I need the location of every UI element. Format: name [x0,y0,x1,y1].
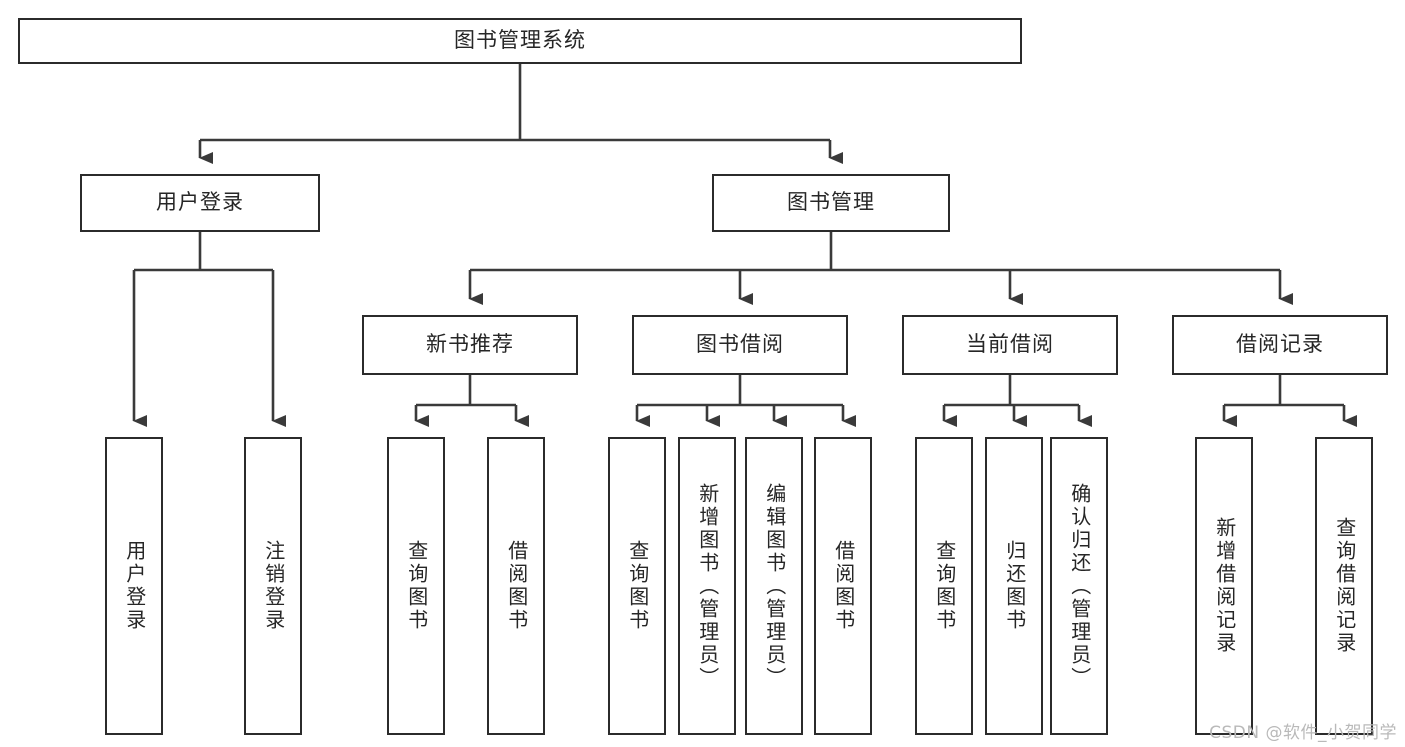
node-leaf-label: 查询借阅记录 [1332,517,1357,655]
node-leaf-user-login[interactable]: 用户登录 [105,437,163,735]
node-leaf-label: 编辑图书（管理员） [762,482,787,690]
node-leaf-query-record[interactable]: 查询借阅记录 [1315,437,1373,735]
node-leaf-label: 借阅图书 [831,540,856,632]
node-leaf-confirm-return[interactable]: 确认归还（管理员） [1050,437,1108,735]
node-leaf-return-book[interactable]: 归还图书 [985,437,1043,735]
node-root-system[interactable]: 图书管理系统 [18,18,1022,64]
node-leaf-label: 新增图书（管理员） [695,482,720,690]
node-book-borrow-label: 图书借阅 [696,332,784,357]
watermark-text: CSDN @软件_小贺同学 [1209,723,1397,743]
node-borrow-record[interactable]: 借阅记录 [1172,315,1388,375]
node-leaf-label: 新增借阅记录 [1212,517,1237,655]
node-root-label: 图书管理系统 [454,28,586,53]
node-new-book-recommend[interactable]: 新书推荐 [362,315,578,375]
node-leaf-label: 用户登录 [122,540,147,632]
node-current-borrow-label: 当前借阅 [966,332,1054,357]
node-book-borrow[interactable]: 图书借阅 [632,315,848,375]
node-leaf-label: 查询图书 [932,540,957,632]
node-leaf-label: 查询图书 [625,540,650,632]
node-leaf-query-book-1[interactable]: 查询图书 [387,437,445,735]
node-user-login[interactable]: 用户登录 [80,174,320,232]
node-user-login-label: 用户登录 [156,190,244,215]
node-new-book-recommend-label: 新书推荐 [426,332,514,357]
node-book-manage[interactable]: 图书管理 [712,174,950,232]
node-book-manage-label: 图书管理 [787,190,875,215]
node-leaf-borrow-book-1[interactable]: 借阅图书 [487,437,545,735]
node-leaf-edit-book-admin[interactable]: 编辑图书（管理员） [745,437,803,735]
node-leaf-add-book-admin[interactable]: 新增图书（管理员） [678,437,736,735]
node-leaf-label: 归还图书 [1002,540,1027,632]
node-leaf-label: 注销登录 [261,540,286,632]
node-leaf-borrow-book-2[interactable]: 借阅图书 [814,437,872,735]
node-leaf-logout-login[interactable]: 注销登录 [244,437,302,735]
node-leaf-query-book-3[interactable]: 查询图书 [915,437,973,735]
node-leaf-add-record[interactable]: 新增借阅记录 [1195,437,1253,735]
node-borrow-record-label: 借阅记录 [1236,332,1324,357]
node-leaf-label: 查询图书 [404,540,429,632]
node-leaf-label: 确认归还（管理员） [1067,482,1092,690]
node-leaf-label: 借阅图书 [504,540,529,632]
node-leaf-query-book-2[interactable]: 查询图书 [608,437,666,735]
node-current-borrow[interactable]: 当前借阅 [902,315,1118,375]
